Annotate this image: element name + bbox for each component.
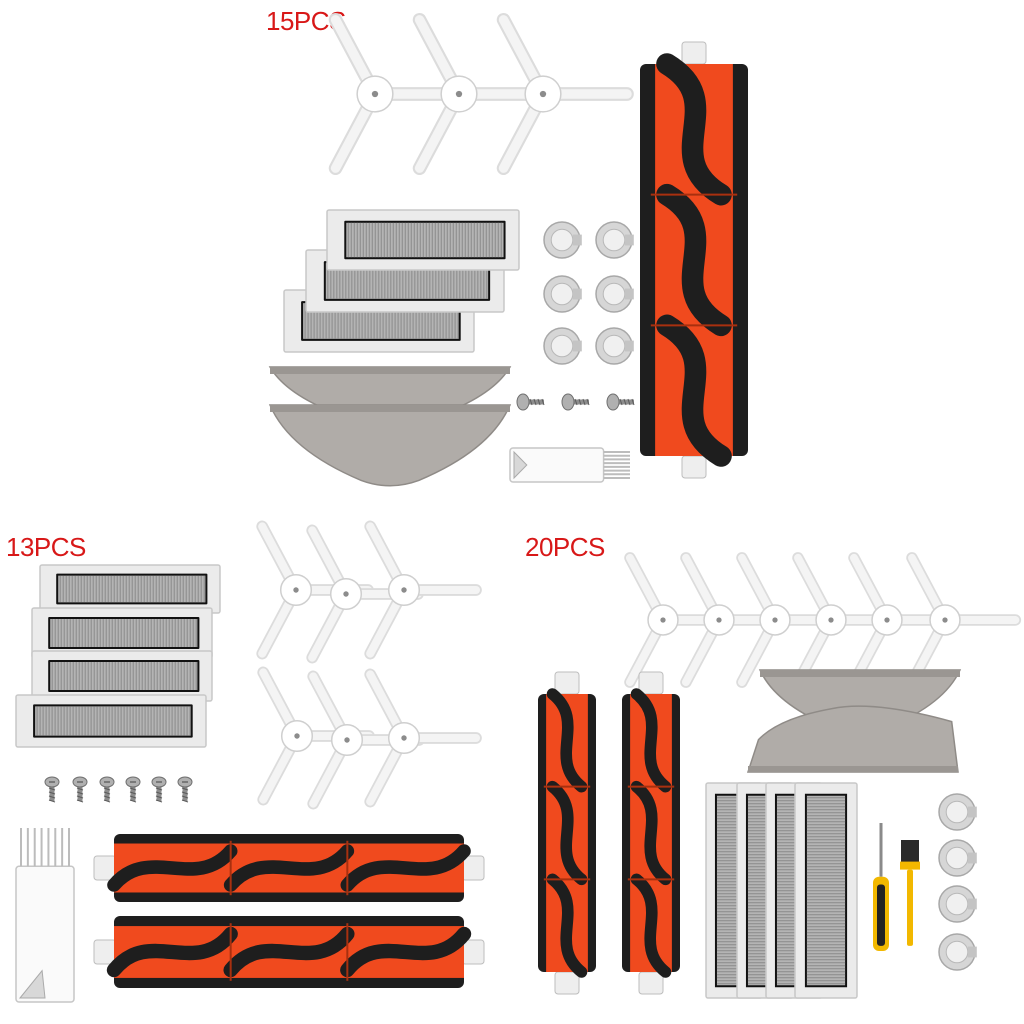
main-brush-15 — [640, 41, 748, 479]
brush-cap-20-2 — [938, 839, 977, 877]
screw-13-1 — [44, 776, 60, 803]
filter-13-3 — [31, 650, 213, 702]
side-brush-20-2 — [680, 552, 796, 688]
filter-13-1 — [39, 564, 221, 614]
filter-15-1 — [326, 209, 520, 271]
brush-cap-15-2 — [595, 221, 634, 259]
brush-cap-15-5 — [543, 327, 582, 365]
label-20pcs: 20PCS — [525, 532, 605, 562]
small-brush-20 — [900, 840, 920, 946]
filter-13-4 — [15, 694, 207, 748]
screw-13-4 — [125, 776, 141, 803]
brush-cap-15-3 — [543, 275, 582, 313]
side-brush-13-6 — [364, 668, 482, 808]
screw-13-2 — [72, 776, 88, 803]
screw-13-3 — [99, 776, 115, 803]
main-brush-20-2 — [622, 671, 680, 995]
screw-13-6 — [177, 776, 193, 803]
brush-cap-15-1 — [543, 221, 582, 259]
screw-15-2 — [561, 393, 590, 411]
main-brush-13-1 — [93, 834, 485, 902]
screw-13-5 — [151, 776, 167, 803]
cleaning-tool-15 — [509, 447, 630, 483]
screw-15-3 — [606, 393, 635, 411]
mop-20-2 — [746, 705, 959, 773]
screw-15-1 — [516, 393, 545, 411]
cleaning-tool-13 — [15, 828, 75, 1003]
brush-cap-20-3 — [938, 885, 977, 923]
main-brush-20-1 — [538, 671, 596, 995]
side-brush-15-3 — [496, 13, 634, 175]
brush-cap-20-4 — [938, 933, 977, 971]
brush-cap-15-4 — [595, 275, 634, 313]
side-brush-13-1 — [256, 520, 374, 660]
brush-cap-20-1 — [938, 793, 977, 831]
filter-13-2 — [31, 607, 213, 659]
brush-cap-15-6 — [595, 327, 634, 365]
filter-20-4 — [794, 782, 858, 999]
main-brush-13-2 — [93, 916, 485, 988]
mop-15-2 — [268, 404, 512, 487]
label-13pcs: 13PCS — [6, 532, 86, 562]
side-brush-13-3 — [364, 520, 482, 660]
screwdriver-20 — [873, 823, 889, 951]
